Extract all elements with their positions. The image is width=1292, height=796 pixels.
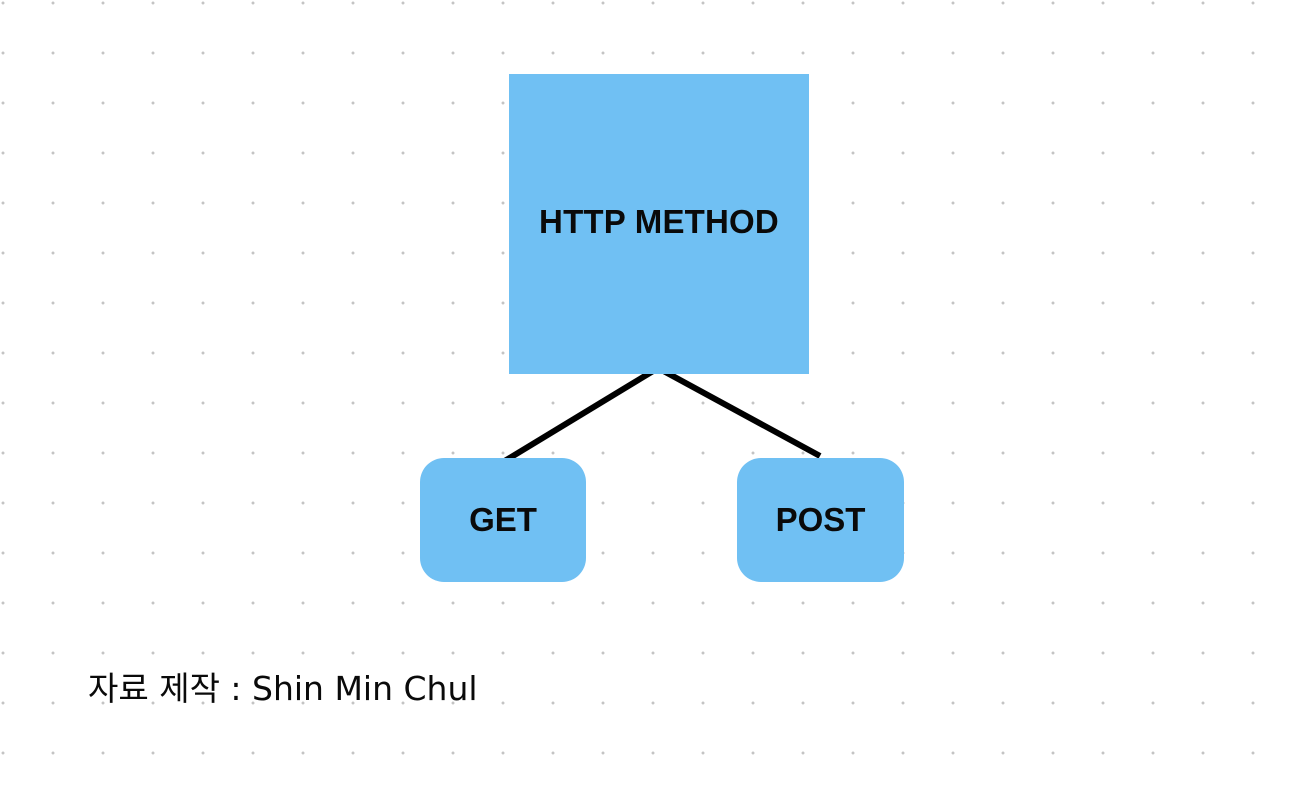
- node-get-label: GET: [469, 501, 537, 538]
- connector-root-to-post: [656, 365, 822, 459]
- node-post: POST: [737, 458, 904, 582]
- node-http-method: HTTP METHOD: [509, 74, 809, 374]
- credit-text: 자료 제작 : Shin Min Chul: [88, 669, 478, 708]
- node-get: GET: [420, 458, 586, 582]
- connector-root-to-get: [501, 365, 660, 465]
- node-post-label: POST: [775, 501, 866, 538]
- node-http-method-label: HTTP METHOD: [539, 203, 779, 240]
